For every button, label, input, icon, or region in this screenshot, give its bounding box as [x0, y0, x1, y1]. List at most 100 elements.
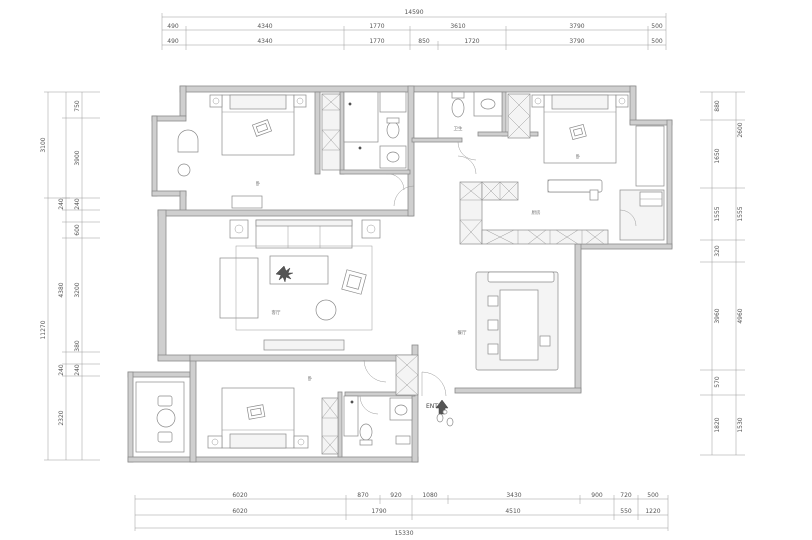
- toilet: [386, 121, 400, 139]
- round-table: [156, 408, 176, 428]
- stool: [157, 395, 173, 407]
- door-swing: [457, 141, 477, 161]
- dim-left-0: 750: [74, 100, 81, 112]
- sideboard: [487, 271, 555, 283]
- tv-console: [263, 339, 345, 351]
- shower-area: [413, 91, 439, 139]
- nightstand-left: [209, 94, 223, 108]
- top-dimensions: 14590 490 4340 1770 3610 3790 500 490 43…: [161, 9, 667, 50]
- svg-text:餐厅: 餐厅: [458, 329, 467, 336]
- coffee-table: [269, 255, 329, 285]
- svg-text:卧: 卧: [256, 180, 261, 187]
- dim-right-4: 1555: [737, 206, 744, 221]
- dim-top-r2-5: 3790: [569, 38, 584, 45]
- dim-left-outer-1: 11270: [40, 320, 47, 339]
- dim-right-9: 1820: [714, 417, 721, 432]
- dim-left-5: 4380: [58, 282, 65, 297]
- dim-top-r1-1: 4340: [257, 23, 272, 30]
- enter-label: ENTE: [426, 403, 442, 410]
- armchair-right: [341, 269, 367, 295]
- pillows: [229, 94, 287, 110]
- dim-bot-r2-1: 1790: [371, 508, 386, 515]
- door-swing: [385, 173, 405, 191]
- dim-bot-r1-2: 920: [390, 492, 402, 499]
- dining: 餐厅: [458, 271, 559, 371]
- counter-bottom: [481, 229, 609, 245]
- dim-right-5: 320: [714, 245, 721, 257]
- sink: [395, 435, 411, 445]
- bathroom-top-left: [343, 91, 407, 191]
- svg-text:卧: 卧: [576, 153, 581, 160]
- kitchen: 厨房: [459, 179, 665, 245]
- toilet: [359, 423, 373, 441]
- dim-top-r2-1: 4340: [257, 38, 272, 45]
- walls: [127, 85, 673, 463]
- chair: [487, 319, 499, 331]
- dim-top-r2-4: 1720: [464, 38, 479, 45]
- dim-top-r2-3: 850: [418, 38, 430, 45]
- dim-left-outer-0: 3100: [40, 137, 47, 152]
- dim-right-8: 570: [714, 376, 721, 388]
- dim-right-1: 2600: [737, 122, 744, 137]
- bathroom-bottom: [343, 395, 413, 446]
- dim-bot-r1-0: 6020: [232, 492, 247, 499]
- wardrobe: [321, 397, 339, 455]
- dim-top-r1-4: 3790: [569, 23, 584, 30]
- dim-top-r1-5: 500: [651, 23, 663, 30]
- armchair: [177, 129, 199, 153]
- toilet: [451, 98, 465, 118]
- shower-area: [343, 395, 359, 437]
- side-table: [177, 163, 191, 177]
- dim-top-r1-0: 490: [167, 23, 179, 30]
- dim-top-r1-2: 1770: [369, 23, 384, 30]
- dim-right-0: 880: [714, 100, 721, 112]
- balcony: [635, 125, 665, 187]
- pillows: [229, 433, 287, 449]
- dim-top-r2-0: 490: [167, 38, 179, 45]
- plant-icon: [275, 265, 294, 283]
- dim-top-r2-2: 1770: [369, 38, 384, 45]
- svg-text:卫生: 卫生: [454, 125, 463, 132]
- dim-left-1: 3900: [74, 150, 81, 165]
- left-dimensions: 3100 11270 750 3900 240 240 600 4380 320…: [40, 91, 100, 461]
- shower-area: [343, 91, 379, 143]
- right-dimensions: 880 2600 1650 1555 1555 320 3960 4960 57…: [700, 91, 745, 456]
- dining-table: [499, 289, 539, 361]
- rug: [235, 245, 373, 331]
- living-room: 客厅: [219, 219, 381, 351]
- chair: [487, 295, 499, 307]
- dim-bot-r1-7: 500: [647, 492, 659, 499]
- sink-counter: [379, 91, 407, 113]
- shoe-cabinet: [395, 354, 419, 396]
- side-table-left: [229, 219, 249, 239]
- dim-left-6: 3200: [74, 282, 81, 297]
- chair: [246, 404, 266, 420]
- dim-right-2: 1650: [714, 148, 721, 163]
- chair: [539, 335, 551, 347]
- nightstand-right: [615, 94, 629, 108]
- dim-right-6: 3960: [714, 308, 721, 323]
- dim-bot-total: 15330: [394, 530, 413, 537]
- dim-top-r1-3: 3610: [450, 23, 465, 30]
- dim-left-3: 240: [74, 198, 81, 210]
- chair: [569, 123, 587, 141]
- island: [547, 179, 603, 193]
- entry-door-swing: [421, 371, 447, 397]
- bedroom-top-left: 卧: [177, 93, 341, 209]
- dim-left-8: 240: [58, 364, 65, 376]
- dim-bot-r2-0: 6020: [232, 508, 247, 515]
- pillows: [551, 94, 609, 110]
- dim-bot-r2-4: 1220: [645, 508, 660, 515]
- bottom-dimensions: 6020 870 920 1080 3430 900 720 500 6020 …: [134, 492, 669, 537]
- dim-right-3: 1555: [714, 206, 721, 221]
- counter-left: [459, 181, 483, 245]
- svg-text:卧: 卧: [308, 375, 313, 382]
- dim-top-r2-6: 500: [651, 38, 663, 45]
- svg-text:客厅: 客厅: [272, 309, 281, 316]
- dim-right-10: 1530: [737, 417, 744, 432]
- bedroom-top-right: 卧: [531, 94, 665, 193]
- dim-bot-r1-5: 900: [591, 492, 603, 499]
- dim-bot-r2-3: 550: [620, 508, 632, 515]
- door-swing: [359, 395, 379, 415]
- round-stool: [315, 299, 337, 321]
